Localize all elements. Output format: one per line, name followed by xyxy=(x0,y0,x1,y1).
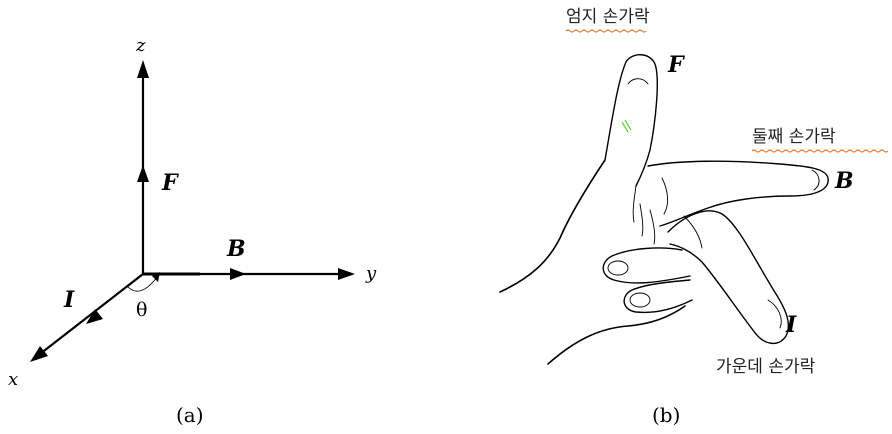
y-axis-arrowhead xyxy=(338,268,355,280)
index-fingernail xyxy=(811,169,820,191)
hand-i-label: I xyxy=(785,312,797,338)
theta-arc xyxy=(126,275,159,292)
hand-back-outline xyxy=(499,159,606,293)
little-fingernail xyxy=(629,292,651,308)
f-vector-arrowhead xyxy=(137,165,149,182)
x-axis-arrowhead xyxy=(30,346,48,362)
index-crease xyxy=(661,177,669,215)
index-finger-shape xyxy=(647,160,829,227)
middle-fingernail xyxy=(767,299,782,329)
x-axis-line xyxy=(39,273,144,355)
index-label: 둘째 손가락 xyxy=(752,127,836,147)
y-axis-label: y xyxy=(365,263,377,284)
z-axis-arrowhead xyxy=(137,60,149,78)
theta-label: θ xyxy=(136,299,147,321)
palm-crease-2 xyxy=(639,203,644,237)
thumbnail xyxy=(627,78,649,85)
axes-diagram: z y x F B I θ (a) xyxy=(8,35,377,427)
i-vector-arrowhead xyxy=(86,309,103,324)
middle-finger-shape xyxy=(667,210,790,344)
palm-crease-1 xyxy=(649,209,656,245)
thumb-shape xyxy=(604,54,658,187)
theta-arc-arrowhead xyxy=(152,272,160,282)
hand-f-label: F xyxy=(667,52,685,78)
thumb-mark xyxy=(621,119,632,133)
ring-finger-shape xyxy=(602,247,691,284)
z-axis-label: z xyxy=(135,35,146,56)
ring-fingernail xyxy=(607,260,629,276)
i-vector-label: I xyxy=(63,287,75,313)
hand-palm-outline xyxy=(547,305,686,365)
thumb-label: 엄지 손가락 xyxy=(566,7,650,27)
thumb-crease xyxy=(632,185,637,223)
x-axis-label: x xyxy=(8,369,18,390)
index-label-underline xyxy=(751,149,889,153)
right-hand-drawing: F B I 엄지 손가락 둘째 손가락 가운데 손가락 (b) xyxy=(499,7,889,427)
thumb-label-underline xyxy=(565,29,647,33)
caption-a: (a) xyxy=(176,403,204,427)
b-vector-arrowhead xyxy=(230,268,246,280)
f-vector-label: F xyxy=(161,170,179,196)
caption-b: (b) xyxy=(652,403,680,427)
b-vector-label: B xyxy=(226,236,246,262)
hand-b-label: B xyxy=(834,168,854,194)
middle-label: 가운데 손가락 xyxy=(716,357,816,377)
middle-crease xyxy=(683,215,703,249)
little-finger-shape xyxy=(623,279,693,314)
